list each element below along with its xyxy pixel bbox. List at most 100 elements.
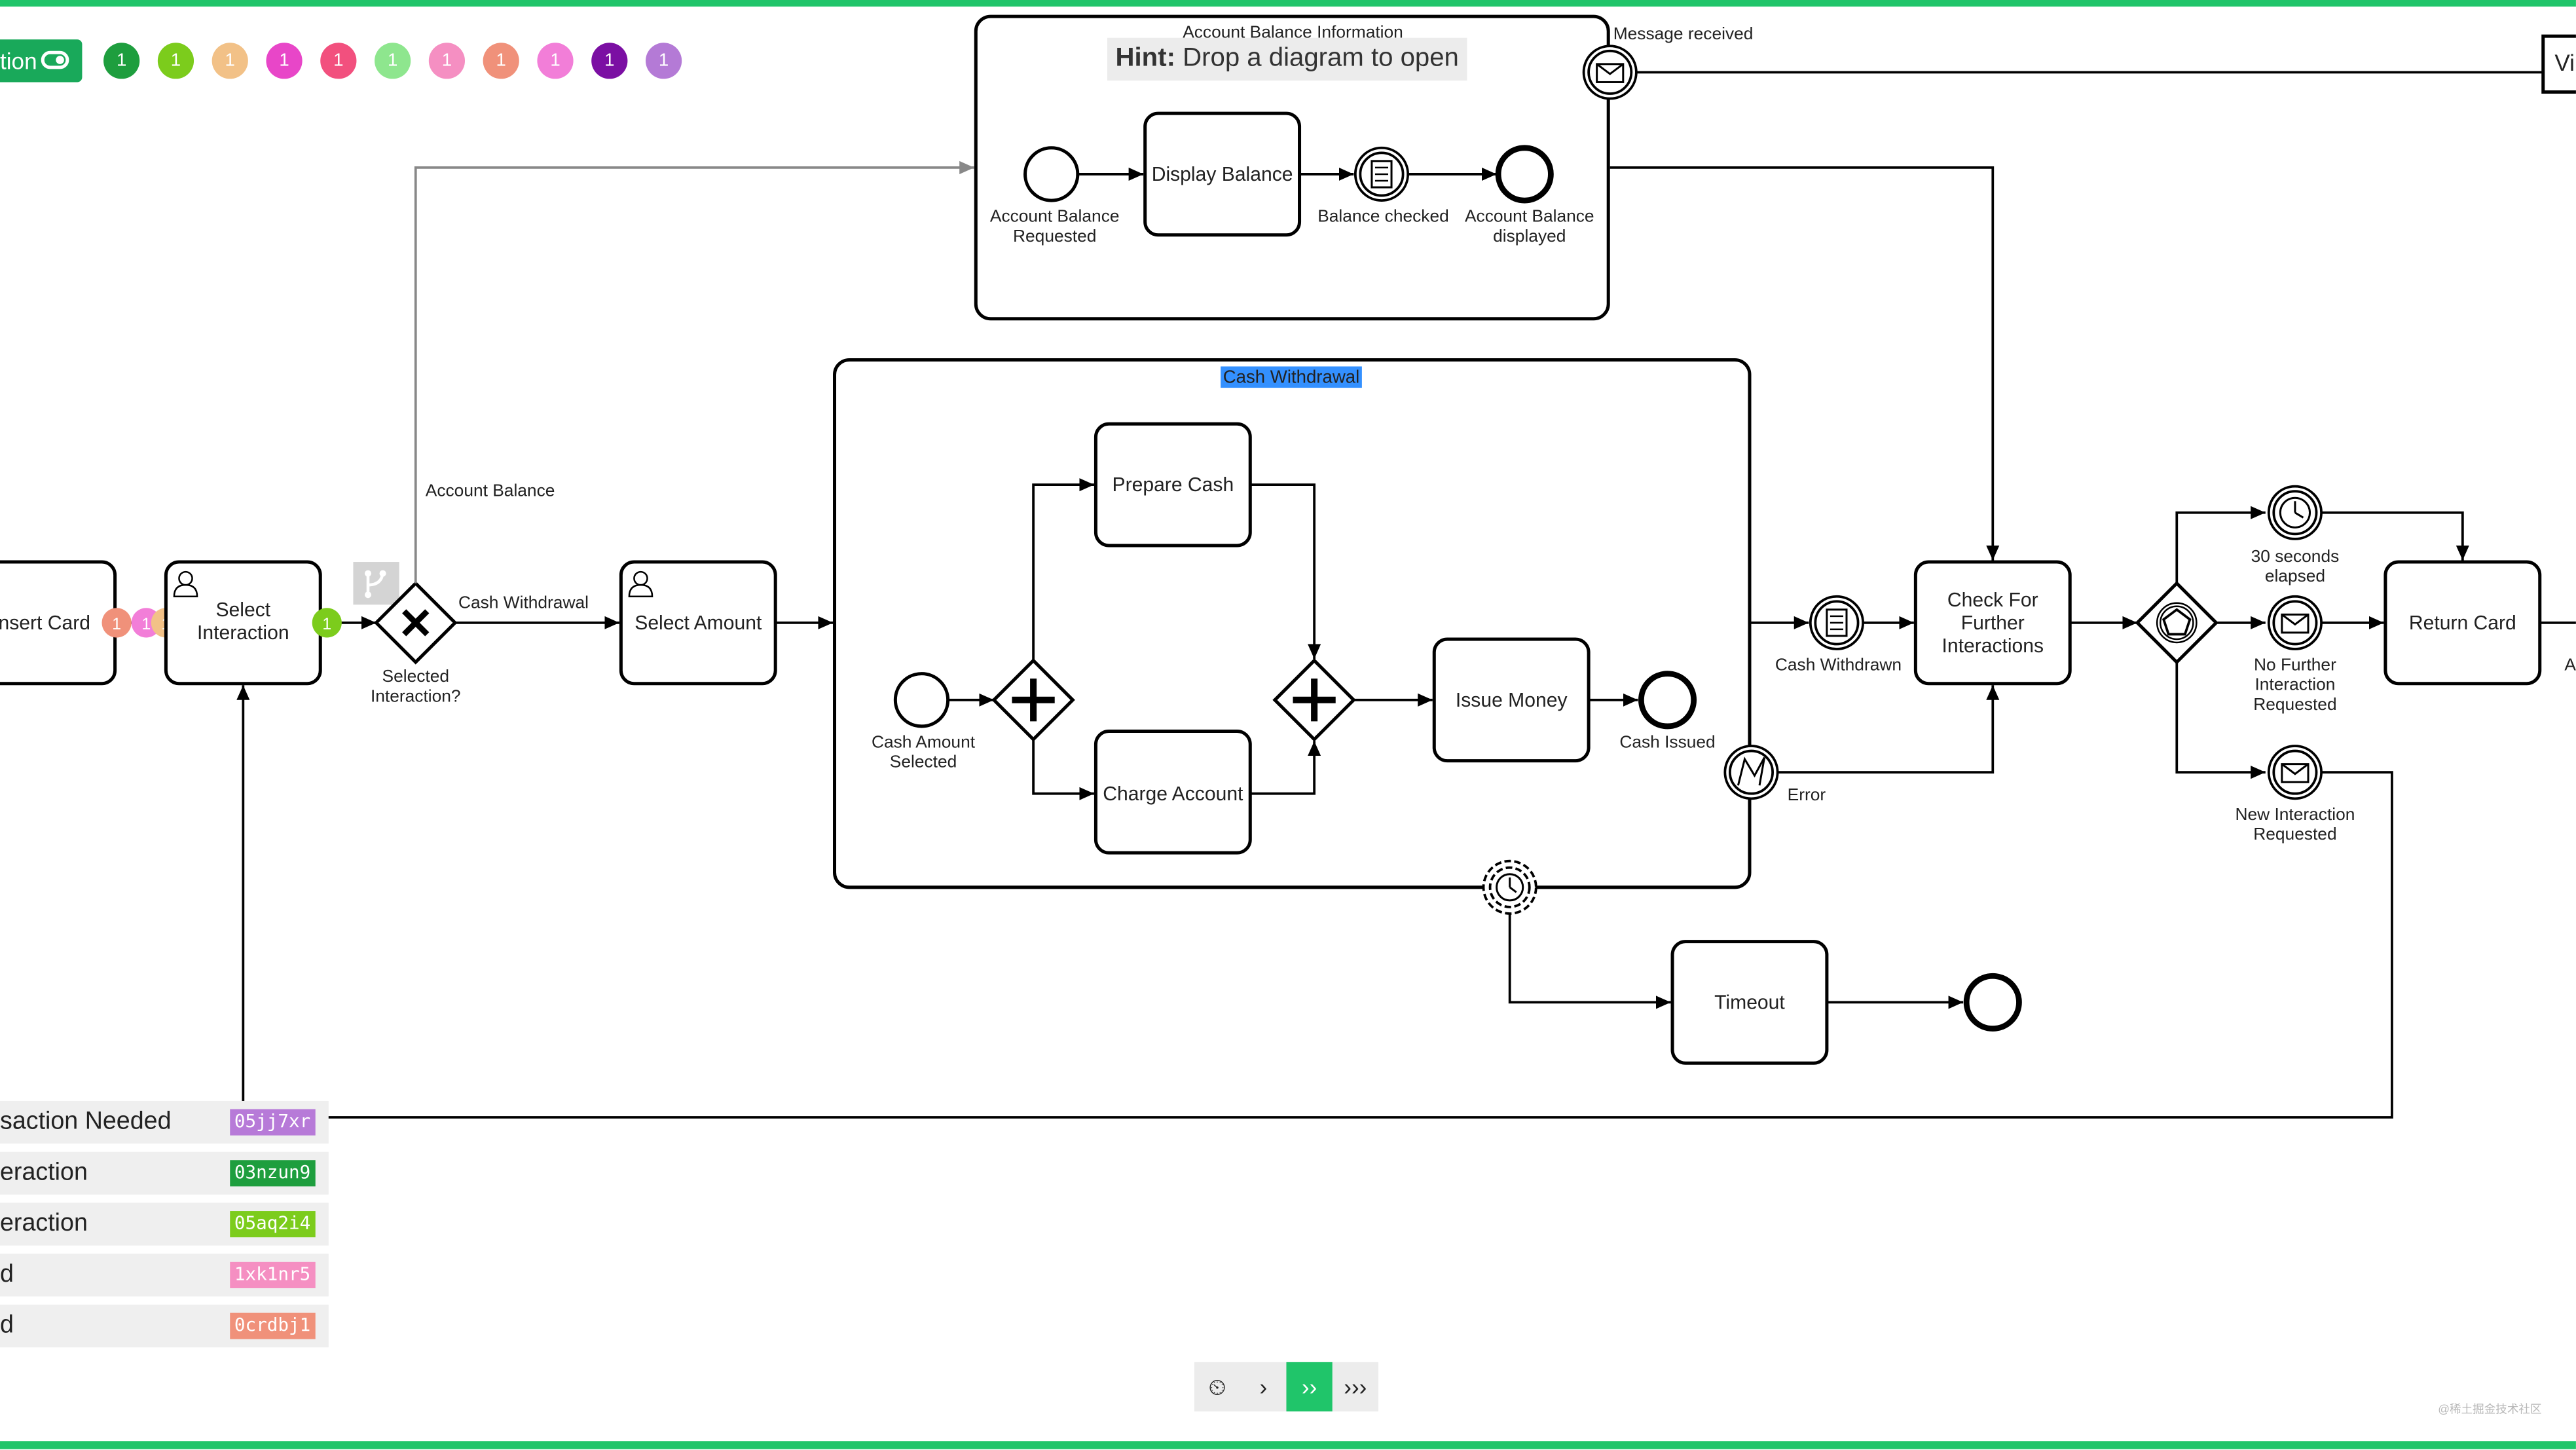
watermark: @稀土掘金技术社区 <box>2438 1405 2542 1417</box>
token-count-2[interactable]: 1 <box>212 43 248 79</box>
no-further-label-1: No Further <box>2254 655 2336 675</box>
log-row[interactable]: d 0crdbj1 <box>0 1305 329 1348</box>
log-row-id: 05jj7xr <box>229 1109 316 1136</box>
cash-amount-selected-label-2: Selected <box>890 752 957 771</box>
error-boundary-event[interactable] <box>1723 745 1779 800</box>
hint-text: Drop a diagram to open <box>1183 44 1459 73</box>
parallel-split-gateway[interactable] <box>991 658 1075 742</box>
user-task-icon <box>628 570 653 597</box>
cash-amount-selected-start-event[interactable] <box>893 672 950 728</box>
cash-withdrawn-label: Cash Withdrawn <box>1775 655 1902 675</box>
cash-withdrawal-flow-label: Cash Withdrawal <box>458 592 589 612</box>
thirty-seconds-label-2: elapsed <box>2265 566 2325 586</box>
account-balance-requested-start-event[interactable] <box>1023 146 1080 202</box>
token-count-5[interactable]: 1 <box>375 43 411 79</box>
token-count-1[interactable]: 1 <box>157 43 194 79</box>
log-row[interactable]: eraction 05aq2i4 <box>0 1202 329 1246</box>
log-row-id: 1xk1nr5 <box>229 1261 316 1288</box>
account-balance-displayed-end-event[interactable] <box>1495 145 1554 204</box>
log-row-id: 0crdbj1 <box>229 1312 316 1339</box>
check-further-label-2: Further <box>1961 612 2025 634</box>
account-balance-displayed-label-1: Account Balance <box>1465 206 1594 226</box>
token-count-6[interactable]: 1 <box>428 43 466 79</box>
token-count-3[interactable]: 1 <box>266 43 303 79</box>
prepare-cash-label: Prepare Cash <box>1113 474 1234 496</box>
insert-card-label: nsert Card <box>0 612 90 634</box>
log-row-name: d <box>0 1260 14 1288</box>
cash-amount-selected-label-1: Cash Amount <box>872 732 976 752</box>
issue-money-label: Issue Money <box>1456 690 1568 711</box>
select-interaction-label-1: Select <box>215 599 270 621</box>
log-row-name: eraction <box>0 1158 88 1187</box>
speedometer-icon[interactable]: ⏲ <box>1208 1373 1226 1400</box>
log-row-id: 03nzun9 <box>229 1160 316 1187</box>
cash-withdrawn-event[interactable] <box>1809 595 1864 650</box>
log-row-name: eraction <box>0 1209 88 1238</box>
new-interaction-label-2: Requested <box>2253 824 2336 844</box>
select-interaction-label-2: Interaction <box>197 622 289 644</box>
speed-normal-button[interactable]: › <box>1259 1373 1268 1400</box>
message-received-boundary-event[interactable] <box>1582 45 1638 100</box>
gateway-token-badge[interactable] <box>312 608 342 638</box>
timer-boundary-event[interactable] <box>1482 859 1537 915</box>
cash-issued-end-event[interactable] <box>1638 671 1697 730</box>
no-further-label-3: Requested <box>2253 694 2336 714</box>
log-row[interactable]: saction Needed 05jj7xr <box>0 1100 329 1144</box>
selected-interaction-exclusive-gateway[interactable] <box>373 581 458 665</box>
parallel-join-gateway[interactable] <box>1272 658 1356 742</box>
account-balance-flow-label: Account Balance <box>426 481 555 500</box>
check-further-label-1: Check For <box>1947 589 2038 611</box>
log-row-id: 05aq2i4 <box>229 1211 316 1238</box>
instance-badge-2-count: 1 <box>141 615 151 633</box>
select-amount-label: Select Amount <box>635 612 762 634</box>
token-count-9[interactable]: 1 <box>591 43 628 79</box>
gateway-fork-button[interactable] <box>353 562 399 605</box>
gateway-token-count: 1 <box>322 615 331 633</box>
instance-badge-1-count: 1 <box>112 615 121 633</box>
log-row-name: saction Needed <box>0 1107 172 1136</box>
token-count-0[interactable]: 1 <box>103 43 140 79</box>
account-balance-requested-label-2: Requested <box>1013 226 1096 246</box>
event-based-gateway[interactable] <box>2135 581 2219 665</box>
toggle-switch-icon <box>41 50 69 69</box>
display-balance-label: Display Balance <box>1152 164 1293 185</box>
drop-hint: Hint: Drop a diagram to open <box>1107 37 1467 81</box>
instance-badge-1[interactable] <box>101 608 132 638</box>
account-balance-subprocess[interactable] <box>974 14 1610 321</box>
cash-withdrawal-subprocess[interactable] <box>833 358 1752 889</box>
token-count-4[interactable]: 1 <box>320 43 357 79</box>
new-interaction-message-event[interactable] <box>2267 745 2323 800</box>
user-task-icon <box>173 570 198 597</box>
cash-issued-label: Cash Issued <box>1619 732 1715 752</box>
token-count-8[interactable]: 1 <box>537 43 574 79</box>
selected-interaction-label-1: Selected <box>382 666 449 686</box>
error-label: Error <box>1788 785 1826 804</box>
partial-label-right: A <box>2564 655 2576 675</box>
selected-interaction-label-2: Interaction? <box>371 686 461 705</box>
cash-withdrawal-title: Cash Withdrawal <box>1223 367 1359 387</box>
simulation-toggle[interactable]: tion <box>0 39 83 83</box>
token-count-10[interactable]: 1 <box>645 43 682 79</box>
partial-task-right[interactable] <box>2541 34 2576 94</box>
speed-fast-button[interactable]: ›› <box>1286 1362 1333 1412</box>
log-row-name: d <box>0 1311 14 1339</box>
log-row[interactable]: d 1xk1nr5 <box>0 1254 329 1297</box>
speed-fastest-button[interactable]: ››› <box>1344 1373 1367 1400</box>
no-further-interaction-message-event[interactable] <box>2267 595 2323 650</box>
charge-account-label: Charge Account <box>1103 783 1243 805</box>
token-count-7[interactable]: 1 <box>483 43 519 79</box>
thirty-seconds-timer-event[interactable] <box>2267 485 2323 540</box>
new-interaction-label-1: New Interaction <box>2235 804 2355 824</box>
balance-checked-event[interactable] <box>1353 146 1410 202</box>
message-received-label: Message received <box>1613 24 1754 43</box>
balance-checked-label: Balance checked <box>1317 206 1449 226</box>
log-row[interactable]: eraction 03nzun9 <box>0 1151 329 1195</box>
speed-controls: ⏲ › ›› ››› <box>1194 1362 1378 1412</box>
process-instance-log: saction Needed 05jj7xr eraction 03nzun9 … <box>0 1100 329 1356</box>
charge-account-task[interactable] <box>1094 729 1252 855</box>
simulation-toggle-label: tion <box>0 47 37 74</box>
timeout-end-event[interactable] <box>1963 973 2022 1032</box>
top-accent-bar <box>0 0 2576 7</box>
